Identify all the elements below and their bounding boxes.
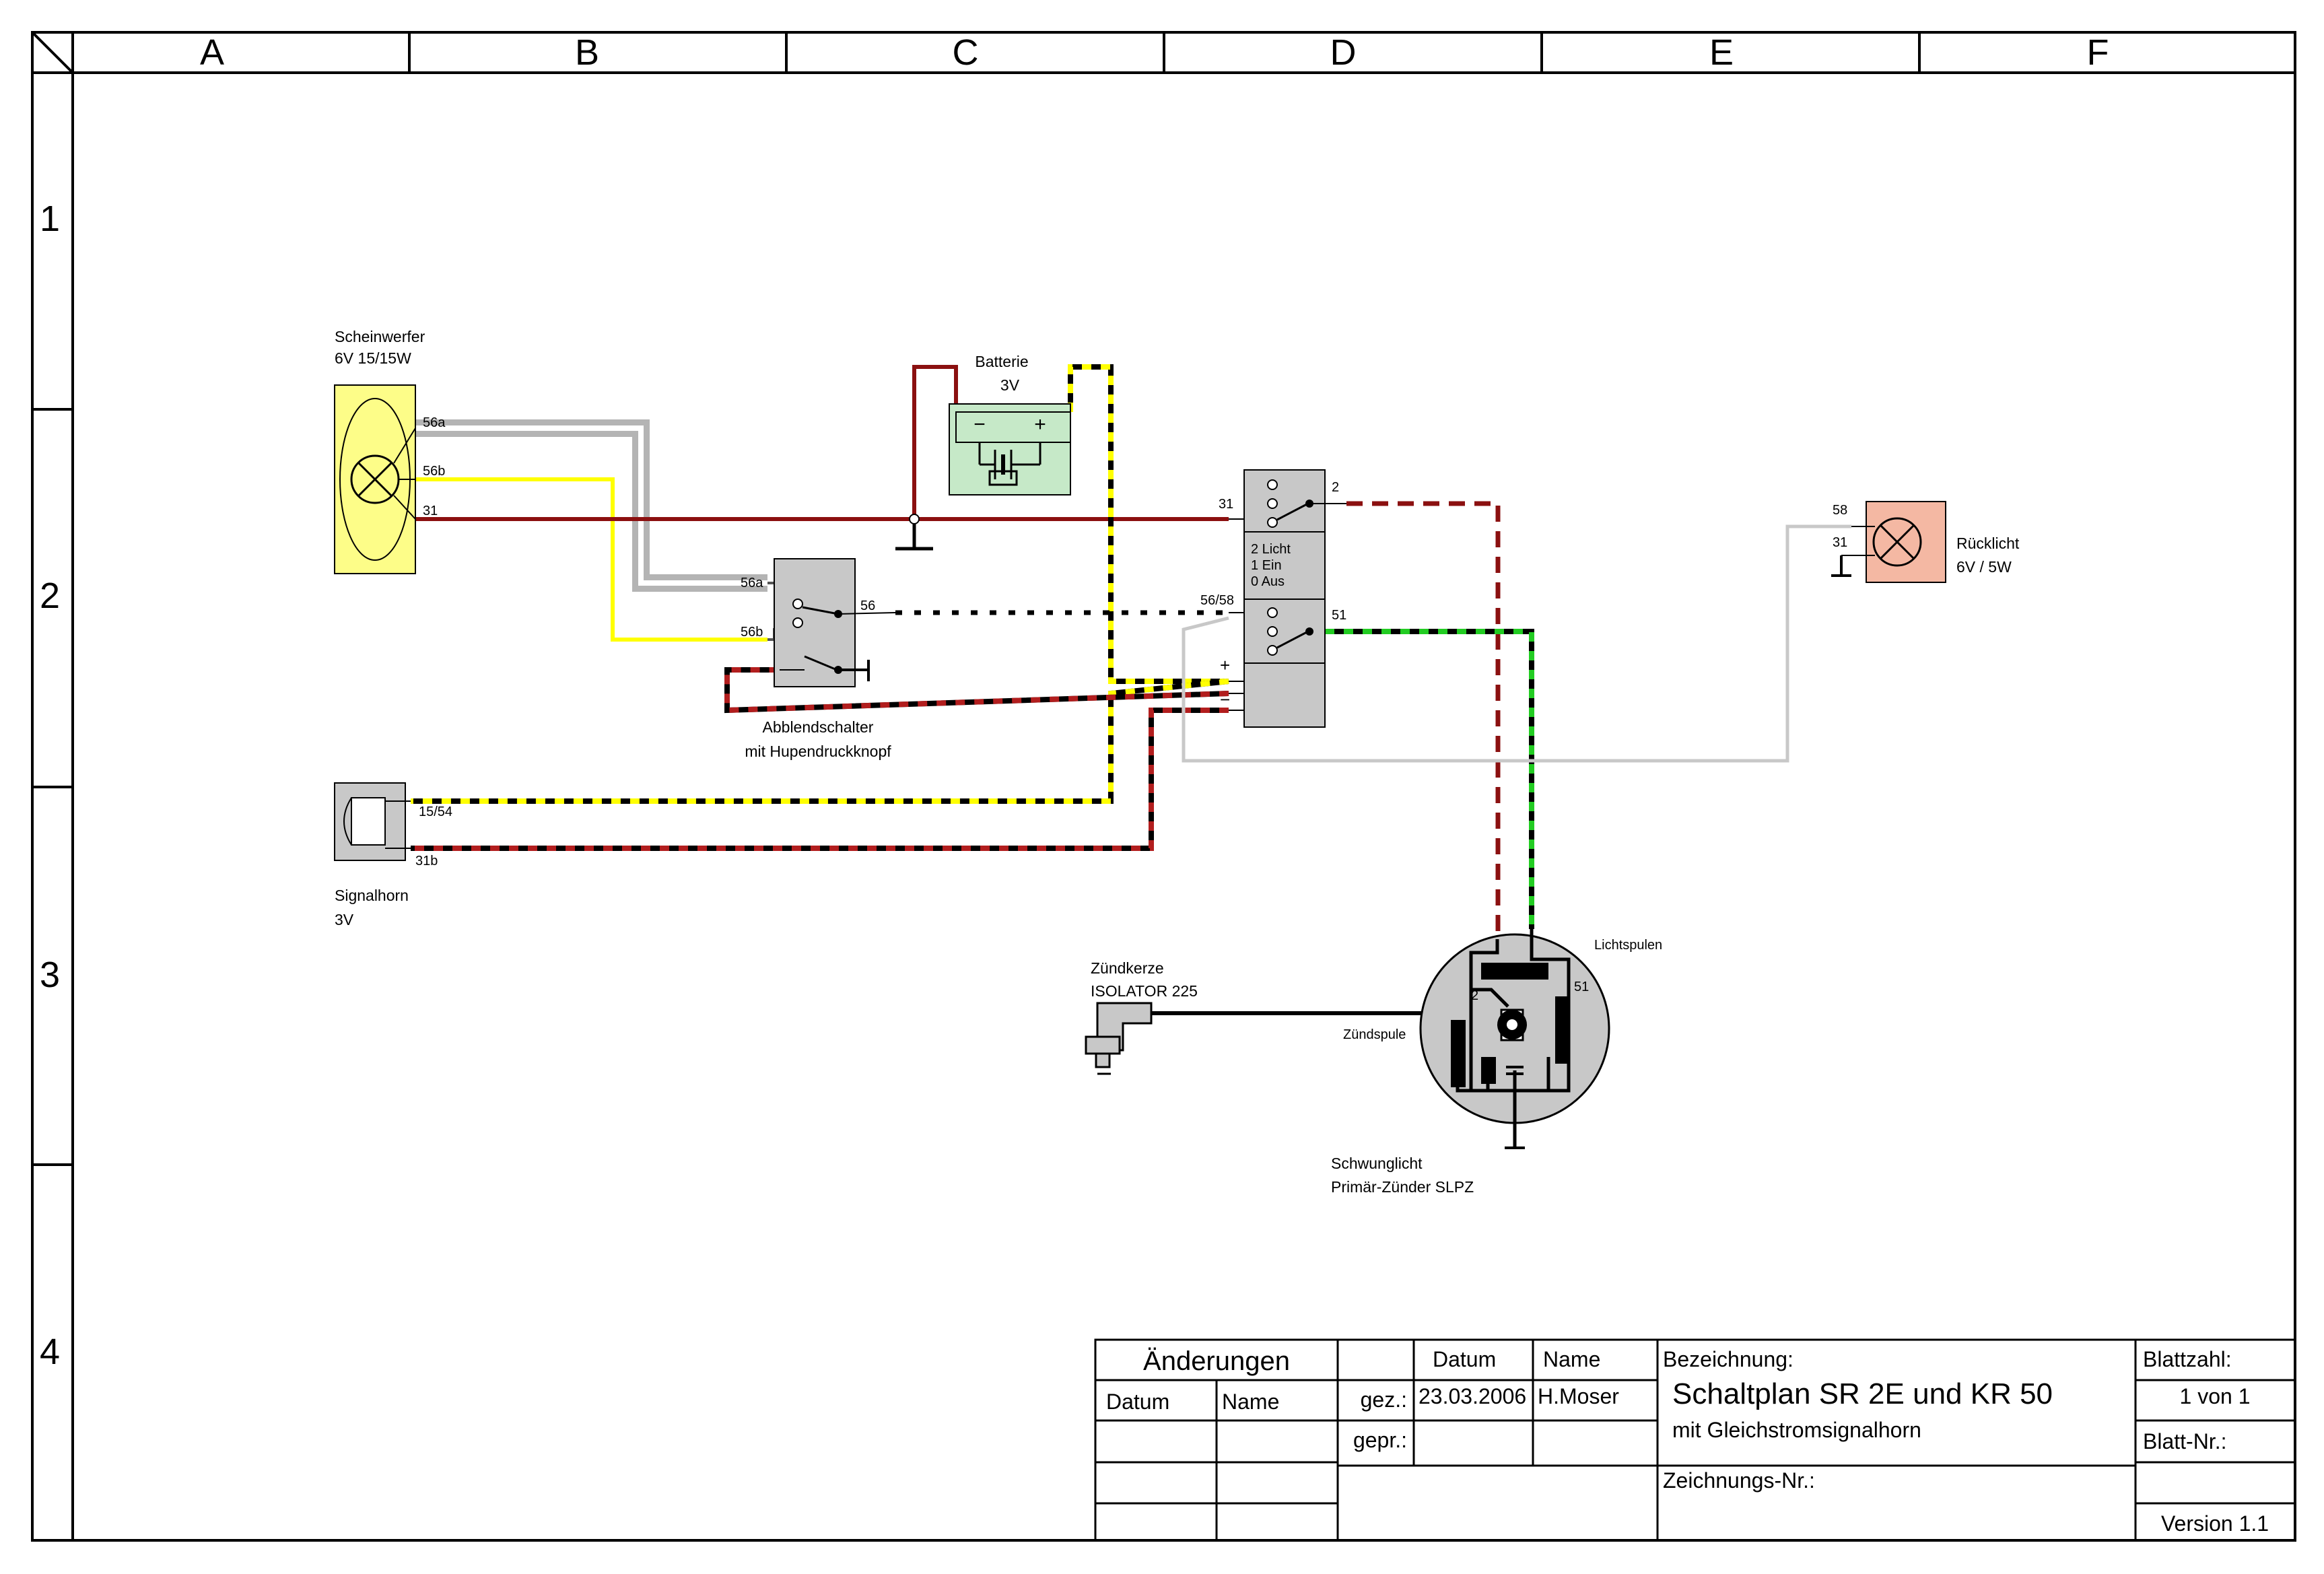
drawn-label: gez.: [1361, 1388, 1407, 1412]
switch-pin-5658: 56/58 [1200, 593, 1234, 608]
horn-icon [343, 797, 352, 846]
taillight-pin-31: 31 [1833, 535, 1847, 550]
horn-label: Signalhorn [335, 887, 409, 904]
battery-minus: − [973, 413, 986, 436]
battery-label: Batterie [975, 353, 1028, 370]
headlight: Scheinwerfer 6V 15/15W 56a 56b 31 [334, 328, 446, 574]
battery: − + Batterie 3V [949, 353, 1071, 495]
battery-plus: + [1034, 413, 1046, 436]
switch-legend-2: 2 Licht [1251, 542, 1291, 557]
dimmer-pin-56a: 56a [741, 576, 763, 590]
light-switch: 31 2 56/58 51 2 Licht 1 Ein 0 Aus + − [1200, 469, 1346, 728]
headlight-label: Scheinwerfer [335, 328, 425, 345]
grid-column-labels: A B C D E F [200, 32, 2109, 73]
changes-date-header: Datum [1106, 1390, 1169, 1414]
spark-plug-label: Zündkerze [1091, 959, 1164, 977]
grid-column-d: D [1330, 32, 1357, 73]
taillight-rating: 6V / 5W [1956, 558, 2012, 576]
date-header: Datum [1433, 1347, 1496, 1371]
tail-lamp-icon [1872, 517, 1922, 567]
name-header: Name [1543, 1347, 1600, 1371]
dimmer-pin-56b: 56b [741, 625, 763, 640]
magneto-pin-51: 51 [1574, 980, 1589, 994]
headlight-pin-56b: 56b [423, 464, 445, 479]
description-label: Bezeichnung: [1663, 1347, 1793, 1371]
switch-plus: + [1220, 655, 1230, 675]
headlight-pin-31: 31 [423, 504, 438, 518]
sheet-number-label: Blatt-Nr.: [2143, 1429, 2226, 1453]
wire-2-red-dashed [1346, 501, 1501, 938]
junction-dot [909, 514, 920, 524]
drawn-by: H.Moser [1538, 1384, 1619, 1408]
signal-horn: 15/54 31b Signalhorn 3V [334, 782, 452, 928]
grid-row-labels: 1 2 3 4 [40, 199, 60, 1372]
wire-56a-gray [415, 419, 798, 594]
changes-heading: Änderungen [1143, 1346, 1290, 1376]
battery-cell-icon [978, 442, 1041, 486]
ground-symbol-dimmer [838, 660, 870, 681]
switch-pin-51: 51 [1332, 608, 1346, 623]
sheet-count-value: 1 von 1 [2180, 1384, 2251, 1408]
wire-spark-plug [1151, 1011, 1460, 1023]
grid-column-f: F [2087, 32, 2109, 73]
light-coil-51 [1555, 996, 1570, 1064]
dimmer-label: Abblendschalter [763, 718, 874, 736]
grid-row-2: 2 [40, 576, 60, 616]
magneto-light-coils-label: Lichtspulen [1594, 938, 1662, 953]
title-block: Änderungen Datum Name Datum Name gez.: g… [1094, 1338, 2296, 1542]
grid-row-4: 4 [40, 1332, 60, 1372]
grid-column-c: C [953, 32, 979, 73]
switch-legend-0: 0 Aus [1251, 574, 1285, 589]
switch-pin-31: 31 [1219, 497, 1233, 512]
dimmer-pin-56: 56 [860, 598, 875, 613]
horn-voltage: 3V [335, 911, 354, 928]
grid-column-a: A [200, 32, 224, 73]
grid-column-b: B [575, 32, 599, 73]
switch-legend-1: 1 Ein [1251, 558, 1282, 573]
headlight-rating: 6V 15/15W [335, 349, 411, 367]
magneto-label: Schwunglicht [1331, 1155, 1423, 1172]
headlight-pin-56a: 56a [423, 415, 446, 430]
drawing-number-label: Zeichnungs-Nr.: [1663, 1468, 1815, 1493]
horn-pin-31b: 31b [415, 854, 438, 868]
battery-voltage: 3V [1000, 376, 1020, 394]
magneto-pin-2: 2 [1471, 988, 1478, 1003]
ground-symbol-taillight [1831, 555, 1851, 577]
horn-pin-1554: 15/54 [419, 805, 452, 819]
wire-horn-button-black-red [724, 667, 1229, 714]
wire-51-green-black [1325, 629, 1534, 929]
version-label: Version 1.1 [2161, 1511, 2269, 1536]
magneto-type: Primär-Zünder SLPZ [1331, 1178, 1474, 1196]
magneto-ignition-coil-label: Zündspule [1343, 1027, 1406, 1042]
magneto-flywheel: 2 51 Lichtspulen Zündspule Schwunglicht … [1331, 929, 1662, 1196]
spark-plug: Zündkerze ISOLATOR 225 [1085, 959, 1198, 1075]
dimmer-switch: 56a 56b 56 Abblendschalter mit Hupendruc… [741, 558, 896, 760]
wire-battery-plus-black-yellow [411, 364, 1229, 804]
changes-name-header: Name [1222, 1390, 1279, 1414]
switch-minus: − [1220, 689, 1230, 710]
grid-row-3: 3 [40, 955, 60, 995]
checked-label: gepr.: [1353, 1428, 1407, 1452]
grid-column-e: E [1709, 32, 1734, 73]
wire-56b-yellow [415, 477, 767, 642]
drawn-date: 23.03.2006 [1419, 1384, 1526, 1408]
spark-plug-type: ISOLATOR 225 [1091, 982, 1198, 1000]
wire-horn-31b-black-red [411, 708, 1229, 851]
light-coil [1481, 963, 1548, 980]
dimmer-sublabel: mit Hupendruckknopf [745, 743, 891, 760]
sheet-count-label: Blattzahl: [2143, 1347, 2232, 1371]
taillight-label: Rücklicht [1956, 535, 2020, 552]
wiring [411, 364, 1851, 1023]
taillight: 58 31 Rücklicht 6V / 5W [1831, 501, 2020, 583]
drawing-title: Schaltplan SR 2E und KR 50 [1672, 1377, 2053, 1410]
wire-battery-minus-red [912, 365, 958, 519]
ignition-coil [1451, 1020, 1466, 1087]
switch-pin-2: 2 [1332, 480, 1339, 495]
wire-taillight-gray [1182, 524, 1851, 763]
grid-row-1: 1 [40, 199, 60, 239]
drawing-subtitle: mit Gleichstromsignalhorn [1672, 1418, 1921, 1442]
taillight-pin-58: 58 [1833, 503, 1847, 518]
